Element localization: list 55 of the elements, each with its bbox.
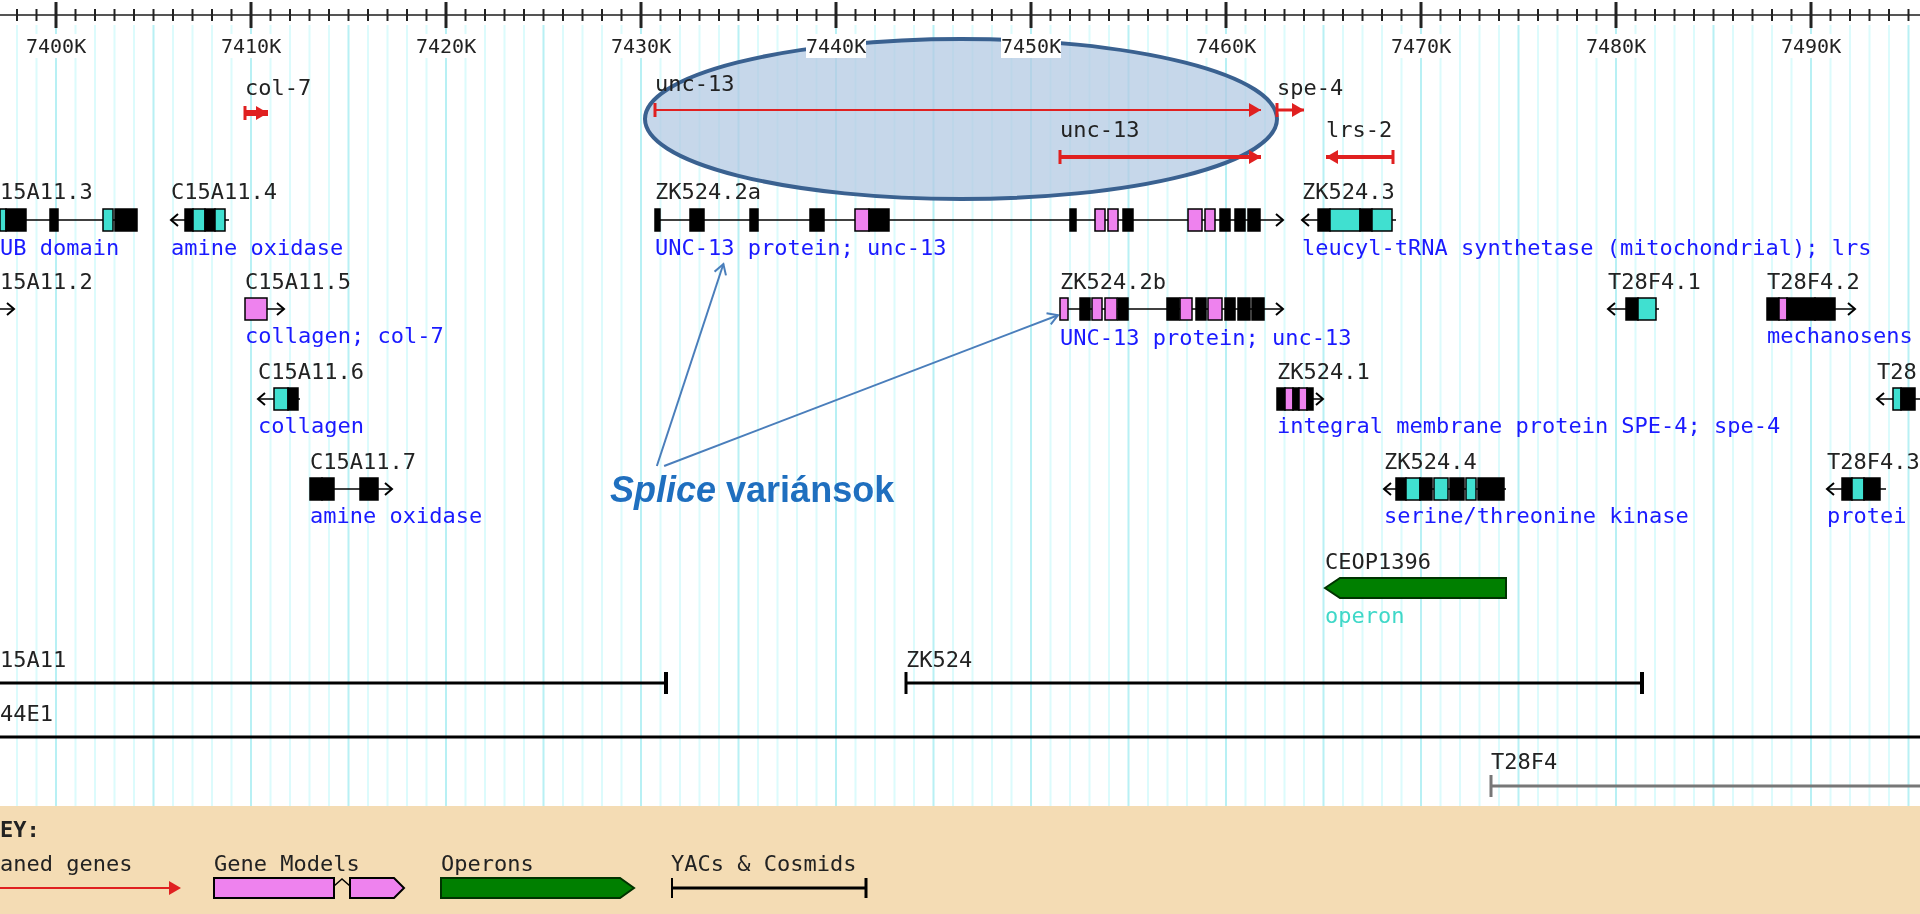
gene-id: ZK524.2b: [1060, 270, 1166, 294]
gene-id: C15A11.7: [310, 450, 416, 474]
arrow: [655, 263, 727, 467]
gene-description: UB domain: [0, 236, 120, 260]
gene-id: C15A11.4: [171, 180, 277, 204]
gene-name: spe-4: [1277, 76, 1344, 100]
gene-description: collagen: [258, 414, 364, 438]
gene-description: integral membrane protein SPE-4; spe-4: [1277, 414, 1781, 438]
clone-name: T28F4: [1491, 750, 1558, 774]
gene-id: T28F4.2: [1767, 270, 1860, 294]
legend-heading: EY:: [0, 818, 40, 842]
gene-name: lrs-2: [1326, 118, 1393, 142]
scale-label: 7460K: [1196, 34, 1257, 58]
arrow: [663, 312, 1059, 467]
gene-id: ZK524.2a: [655, 180, 761, 204]
gene-description: leucyl-tRNA synthetase (mitochondrial); lrs: [1302, 236, 1872, 260]
gene-id: C15A11.6: [258, 360, 364, 384]
scale-label: 7400K: [26, 34, 87, 58]
gene-description: UNC-13 protein; unc-13: [655, 236, 947, 260]
gene-id: ZK524.3: [1302, 180, 1395, 204]
gene-id: T28: [1877, 360, 1917, 384]
gene-description: collagen; col-7: [245, 324, 444, 348]
scale-label: 7490K: [1781, 34, 1842, 58]
clone-name: ZK524: [906, 648, 973, 672]
gene-description: serine/threonine kinase: [1384, 504, 1689, 528]
operon-id: CEOP1396: [1325, 550, 1431, 574]
legend-label: Operons: [441, 852, 534, 876]
gene-name: col-7: [245, 76, 312, 100]
gene-description: amine oxidase: [310, 504, 483, 528]
gene-name: unc-13: [1060, 118, 1140, 142]
gene-id: C15A11.5: [245, 270, 351, 294]
scale-label: 7410K: [221, 34, 282, 58]
scale-label: 7430K: [611, 34, 672, 58]
scale-label: 7440K: [806, 34, 867, 58]
legend-label: Gene Models: [214, 852, 360, 876]
gene-description: mechanosens: [1767, 324, 1913, 348]
annotation-text: Splice variánsok: [610, 468, 895, 512]
scale-label: 7450K: [1001, 34, 1062, 58]
gene-description: amine oxidase: [171, 236, 344, 260]
gene-id: ZK524.1: [1277, 360, 1370, 384]
gene-id: T28F4.3: [1827, 450, 1920, 474]
legend-label: aned genes: [0, 852, 133, 876]
clone-name: 15A11: [0, 648, 67, 672]
gene-description: protei: [1827, 504, 1907, 528]
gene-id: 15A11.2: [0, 270, 93, 294]
scale-label: 7480K: [1586, 34, 1647, 58]
operon-description: operon: [1325, 604, 1405, 628]
gene-id: T28F4.1: [1608, 270, 1701, 294]
gene-description: UNC-13 protein; unc-13: [1060, 326, 1352, 350]
gene-id: 15A11.3: [0, 180, 93, 204]
scale-label: 7420K: [416, 34, 477, 58]
legend-label: YACs & Cosmids: [671, 852, 857, 876]
gene-id: ZK524.4: [1384, 450, 1477, 474]
scale-label: 7470K: [1391, 34, 1452, 58]
clone-name: 44E1: [0, 702, 53, 726]
